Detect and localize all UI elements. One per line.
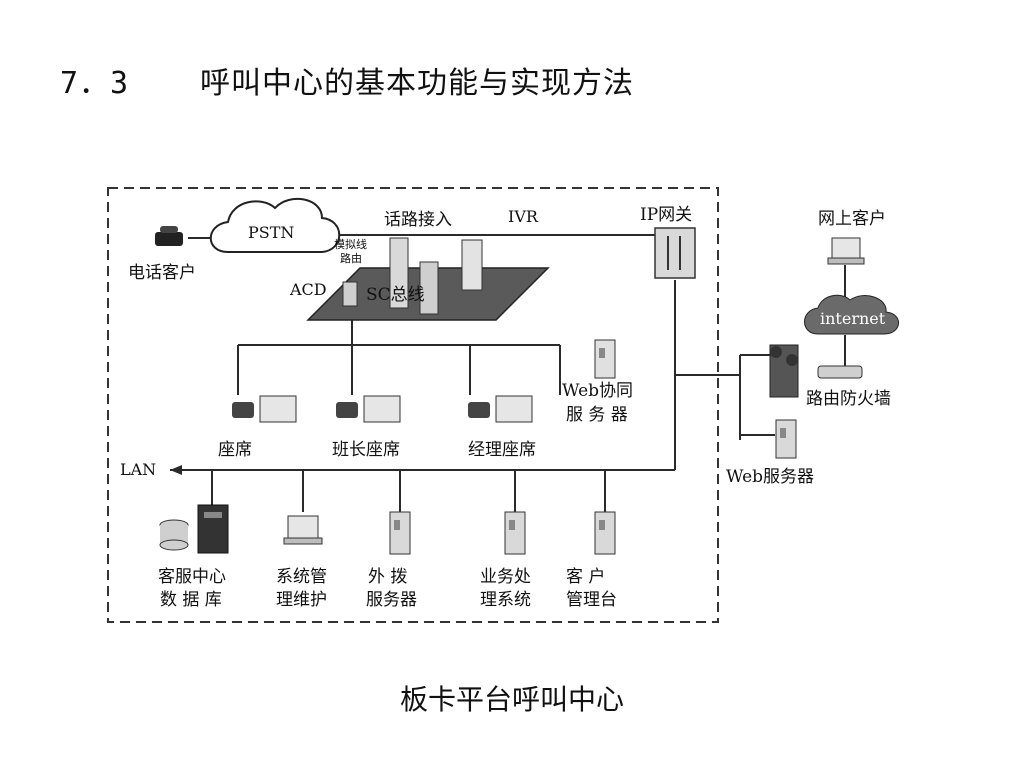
acd-label: ACD: [289, 280, 327, 299]
seat-workstation-icon: [232, 395, 297, 423]
route-label: 路由: [340, 251, 362, 265]
acd-platform: [306, 237, 550, 321]
pstn-label: PSTN: [248, 223, 294, 242]
business-system-icon: [504, 511, 526, 555]
phone-customer-label: 电话客户: [128, 263, 196, 283]
database-icon: [159, 504, 229, 554]
firewall-icon: [769, 344, 799, 398]
leader-seat-label: 班长座席: [332, 440, 400, 460]
db-label-1: 客服中心: [158, 567, 226, 587]
customer-console-icon: [594, 511, 616, 555]
sysmgmt-label-2: 理维护: [276, 590, 327, 610]
manager-seat-workstation-icon: [468, 395, 533, 423]
sc-bus-label: SC总线: [366, 285, 425, 305]
system-management-icon: [283, 515, 323, 545]
web-collab-server-icon: [594, 339, 616, 379]
route-access-label: 话路接入: [384, 210, 452, 230]
ip-gateway-device: [654, 227, 696, 279]
ivr-label: IVR: [508, 207, 539, 226]
biz-label-2: 理系统: [480, 590, 531, 610]
web-collab-label-2: 服 务 器: [566, 405, 628, 425]
dialout-server-icon: [389, 511, 411, 555]
caption: 板卡平台呼叫中心: [399, 683, 624, 716]
router-firewall-label: 路由防火墙: [806, 389, 891, 409]
web-server-label: Web服务器: [726, 467, 814, 487]
seat-label: 座席: [218, 440, 252, 460]
router-icon: [817, 365, 863, 379]
cust-label-2: 管理台: [566, 590, 617, 610]
telephone-icon: [155, 226, 183, 246]
manager-seat-label: 经理座席: [468, 440, 536, 460]
sysmgmt-label-1: 系统管: [276, 567, 327, 587]
web-collab-label-1: Web协同: [562, 381, 633, 401]
section-number: 7．3: [60, 66, 130, 101]
biz-label-1: 业务处: [480, 567, 531, 587]
analog-line-label: 模拟线: [334, 237, 367, 251]
internet-label: internet: [820, 309, 886, 328]
dialout-label-1: 外 拨: [368, 567, 407, 587]
title-text: 呼叫中心的基本功能与实现方法: [200, 66, 634, 101]
pstn-cloud: PSTN: [209, 198, 341, 253]
db-label-2: 数 据 库: [160, 590, 222, 610]
leader-seat-workstation-icon: [336, 395, 401, 423]
system-boundary: [107, 187, 719, 623]
connection-lines: [170, 234, 846, 512]
internet-cloud: internet: [804, 294, 899, 335]
online-customer-label: 网上客户: [818, 209, 886, 229]
dialout-label-2: 服务器: [366, 590, 417, 610]
ip-gateway-label: IP网关: [640, 205, 692, 225]
lan-arrow: [170, 465, 182, 475]
cust-label-1: 客 户: [566, 567, 605, 587]
slide-title: 7．3 呼叫中心的基本功能与实现方法: [60, 58, 634, 102]
computer-icon: [827, 237, 865, 265]
lan-label: LAN: [120, 460, 156, 479]
web-server-icon: [775, 419, 797, 459]
